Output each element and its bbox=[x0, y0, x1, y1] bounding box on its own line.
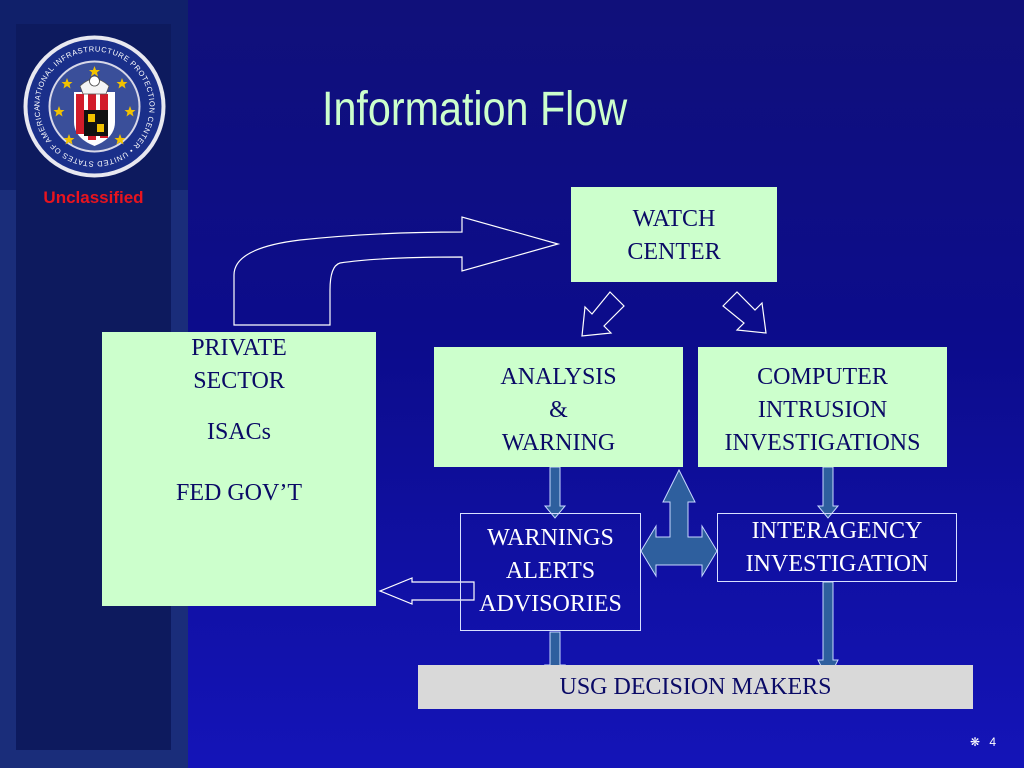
watch-to-analysis-arrow bbox=[581, 291, 625, 337]
decision-makers-label: USG DECISION MAKERS bbox=[559, 674, 832, 700]
analysis-to-warnings-arrow bbox=[543, 466, 567, 519]
computer-intrusion-box: COMPUTER INTRUSION INVESTIGATIONS bbox=[698, 347, 947, 467]
watch-center-line-2: CENTER bbox=[627, 239, 721, 265]
page-number: 4 bbox=[989, 735, 997, 749]
warnings-line-1: WARNINGS bbox=[487, 525, 614, 551]
analysis-line-1: ANALYSIS bbox=[500, 364, 617, 390]
interagency-box: INTERAGENCY INVESTIGATION bbox=[717, 513, 957, 582]
page-footer: ❋ 4 bbox=[970, 735, 996, 749]
warnings-line-3: ADVISORIES bbox=[479, 591, 622, 617]
private-to-watch-arrow bbox=[233, 216, 561, 326]
slide-title: Information Flow bbox=[322, 83, 628, 136]
private-sector-box: PRIVATE SECTOR ISACs FED GOV’T bbox=[102, 332, 376, 606]
watch-to-intrusion-arrow bbox=[722, 291, 767, 334]
warnings-to-private-arrow bbox=[378, 577, 475, 605]
private-sector-line-2: SECTOR bbox=[193, 368, 285, 394]
exchange-three-way-arrow bbox=[640, 468, 718, 578]
analysis-line-3: WARNING bbox=[501, 430, 616, 456]
watch-center-line-1: WATCH bbox=[632, 206, 716, 232]
interagency-line-2: INVESTIGATION bbox=[745, 551, 929, 577]
analysis-warning-box: ANALYSIS & WARNING bbox=[434, 347, 683, 467]
intrusion-line-3: INVESTIGATIONS bbox=[724, 430, 921, 456]
intrusion-line-2: INTRUSION bbox=[757, 397, 888, 423]
intrusion-to-interagency-arrow bbox=[816, 466, 840, 519]
nipc-seal-icon: NATIONAL INFRASTRUCTURE PROTECTION CENTE… bbox=[22, 34, 166, 178]
decision-makers-box: USG DECISION MAKERS bbox=[418, 665, 973, 709]
watch-center-box: WATCH CENTER bbox=[571, 187, 777, 282]
isacs-label: ISACs bbox=[206, 419, 272, 445]
warnings-line-2: ALERTS bbox=[505, 558, 596, 584]
private-sector-line-1: PRIVATE bbox=[191, 335, 287, 361]
page-marker-icon: ❋ bbox=[970, 735, 981, 749]
warnings-alerts-box: WARNINGS ALERTS ADVISORIES bbox=[460, 513, 641, 631]
intrusion-line-1: COMPUTER bbox=[757, 364, 888, 390]
fed-gov-label: FED GOV’T bbox=[176, 480, 302, 506]
interagency-line-1: INTERAGENCY bbox=[751, 518, 923, 544]
classification-label: Unclassified bbox=[43, 188, 144, 207]
analysis-line-2: & bbox=[549, 397, 568, 423]
